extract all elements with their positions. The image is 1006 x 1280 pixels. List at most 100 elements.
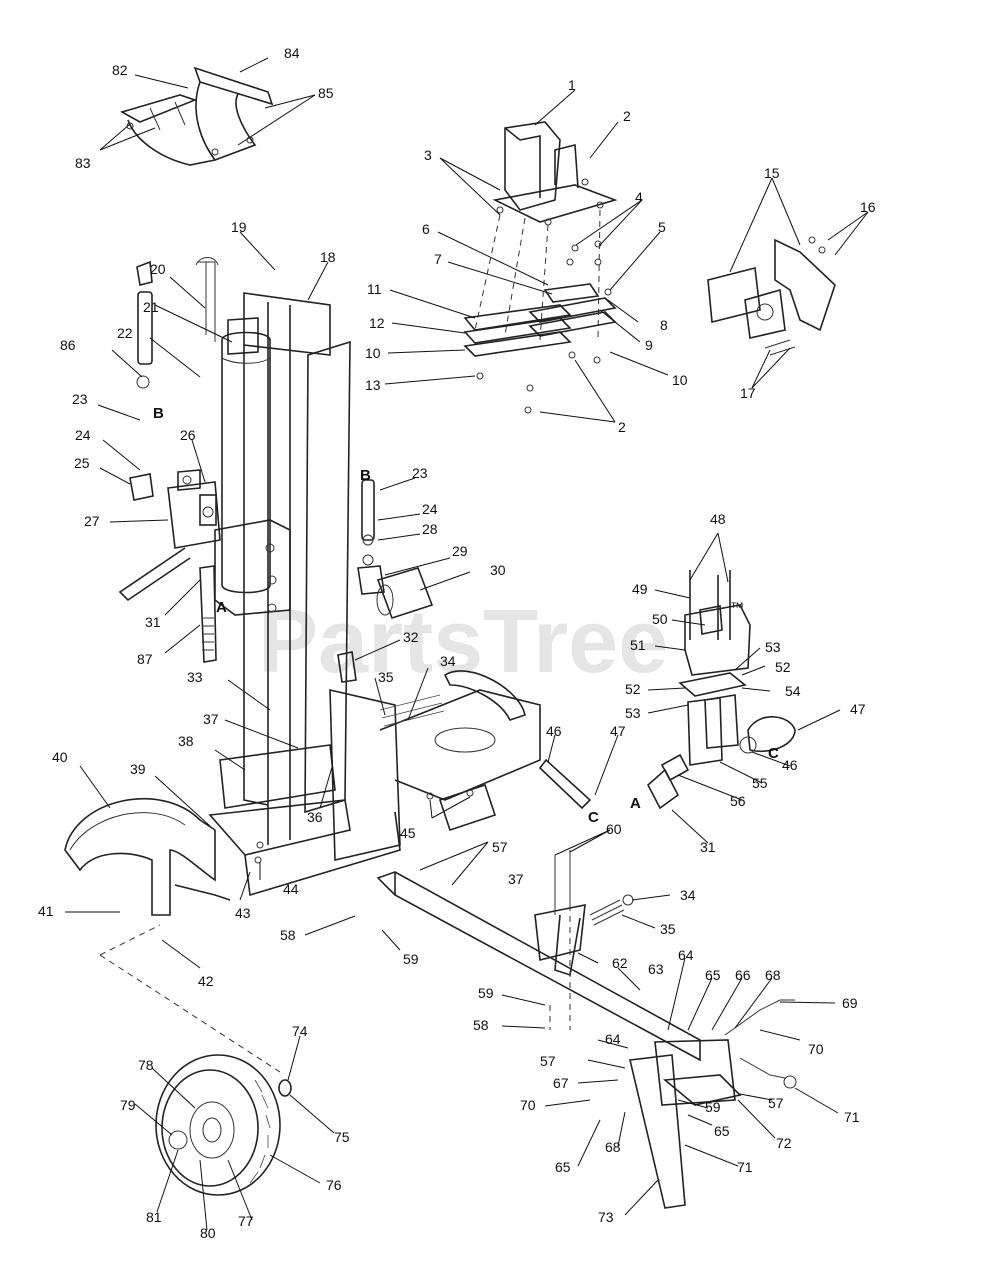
tongue-assembly: [376, 850, 797, 1209]
callout-24: 24: [422, 501, 438, 517]
callout-34: 34: [680, 887, 696, 903]
callout-24: 24: [75, 427, 91, 443]
callout-59: 59: [478, 985, 494, 1001]
callout-38: 38: [178, 733, 194, 749]
left-hose-fittings: [129, 260, 217, 663]
callout-65: 65: [714, 1123, 730, 1139]
callout-43: 43: [235, 905, 251, 921]
callout-8: 8: [660, 317, 668, 333]
callout-labels: 1 2 2 3 4 5 6 7 8 9 10 10 11 12 13 15 16…: [38, 45, 876, 1241]
callout-80: 80: [200, 1225, 216, 1241]
callout-26: 26: [180, 427, 196, 443]
pump-assembly: [538, 570, 796, 810]
callout-29: 29: [452, 543, 468, 559]
callout-35: 35: [660, 921, 676, 937]
callout-34: 34: [440, 653, 456, 669]
callout-49: 49: [632, 581, 648, 597]
callout-55: 55: [752, 775, 768, 791]
callout-7: 7: [434, 251, 442, 267]
valve-assembly: [118, 469, 221, 602]
callout-53: 53: [625, 705, 641, 721]
callout-63: 63: [648, 961, 664, 977]
callout-57: 57: [768, 1095, 784, 1111]
callout-64: 64: [605, 1031, 621, 1047]
watermark-text: PartsTree: [258, 592, 668, 692]
callout-84: 84: [284, 45, 300, 61]
callout-39: 39: [130, 761, 146, 777]
callout-15: 15: [764, 165, 780, 181]
trademark-symbol: ™: [730, 599, 744, 615]
callout-65: 65: [705, 967, 721, 983]
callout-71: 71: [844, 1109, 860, 1125]
callout-46: 46: [546, 723, 562, 739]
callout-23: 23: [412, 465, 428, 481]
connector-a: A: [216, 599, 227, 616]
wedge-assembly: [463, 121, 618, 414]
callout-37: 37: [203, 711, 219, 727]
callout-68: 68: [605, 1139, 621, 1155]
callout-68: 68: [765, 967, 781, 983]
callout-42: 42: [198, 973, 214, 989]
callout-10: 10: [365, 345, 381, 361]
callout-58: 58: [280, 927, 296, 943]
center-filter-assembly: [337, 479, 434, 683]
callout-69: 69: [842, 995, 858, 1011]
connector-b: B: [153, 405, 164, 422]
callout-36: 36: [307, 809, 323, 825]
callout-70: 70: [808, 1041, 824, 1057]
handle-guard-assembly: [119, 66, 274, 166]
callout-41: 41: [38, 903, 54, 919]
callout-28: 28: [422, 521, 438, 537]
callout-32: 32: [403, 629, 419, 645]
callout-75: 75: [334, 1129, 350, 1145]
callout-47: 47: [850, 701, 866, 717]
callout-31: 31: [145, 614, 161, 630]
connector-c: C: [588, 809, 599, 826]
callout-52: 52: [625, 681, 641, 697]
callout-74: 74: [292, 1023, 308, 1039]
callout-11: 11: [367, 281, 382, 297]
callout-65: 65: [555, 1159, 571, 1175]
callout-70: 70: [520, 1097, 536, 1113]
callout-83: 83: [75, 155, 91, 171]
callout-58: 58: [473, 1017, 489, 1033]
callout-19: 19: [231, 219, 247, 235]
callout-78: 78: [138, 1057, 154, 1073]
callout-2: 2: [623, 108, 631, 124]
callout-21: 21: [143, 299, 159, 315]
callout-59: 59: [403, 951, 419, 967]
callout-54: 54: [785, 683, 801, 699]
callout-51: 51: [630, 637, 646, 653]
callout-72: 72: [776, 1135, 792, 1151]
base-frame: [208, 670, 541, 897]
callout-79: 79: [120, 1097, 136, 1113]
callout-37: 37: [508, 871, 524, 887]
fender: [64, 797, 231, 916]
callout-47: 47: [610, 723, 626, 739]
callout-85: 85: [318, 85, 334, 101]
callout-73: 73: [598, 1209, 614, 1225]
callout-50: 50: [652, 611, 668, 627]
callout-76: 76: [326, 1177, 342, 1193]
beam-cylinder-assembly: [195, 257, 351, 845]
callout-1: 1: [568, 77, 576, 93]
connector-c: C: [768, 745, 779, 762]
callout-6: 6: [422, 221, 430, 237]
callout-60: 60: [606, 821, 622, 837]
callout-35: 35: [378, 669, 394, 685]
leader-lines: [65, 57, 869, 1231]
wheel-assembly: [99, 924, 292, 1196]
callout-13: 13: [365, 377, 381, 393]
callout-66: 66: [735, 967, 751, 983]
connector-b: B: [360, 467, 371, 484]
callout-20: 20: [150, 261, 166, 277]
callout-23: 23: [72, 391, 88, 407]
callout-2: 2: [618, 419, 626, 435]
callout-25: 25: [74, 455, 90, 471]
callout-44: 44: [283, 881, 299, 897]
callout-56: 56: [730, 793, 746, 809]
parts-artwork: [64, 66, 836, 1209]
callout-30: 30: [490, 562, 506, 578]
callout-57: 57: [492, 839, 508, 855]
